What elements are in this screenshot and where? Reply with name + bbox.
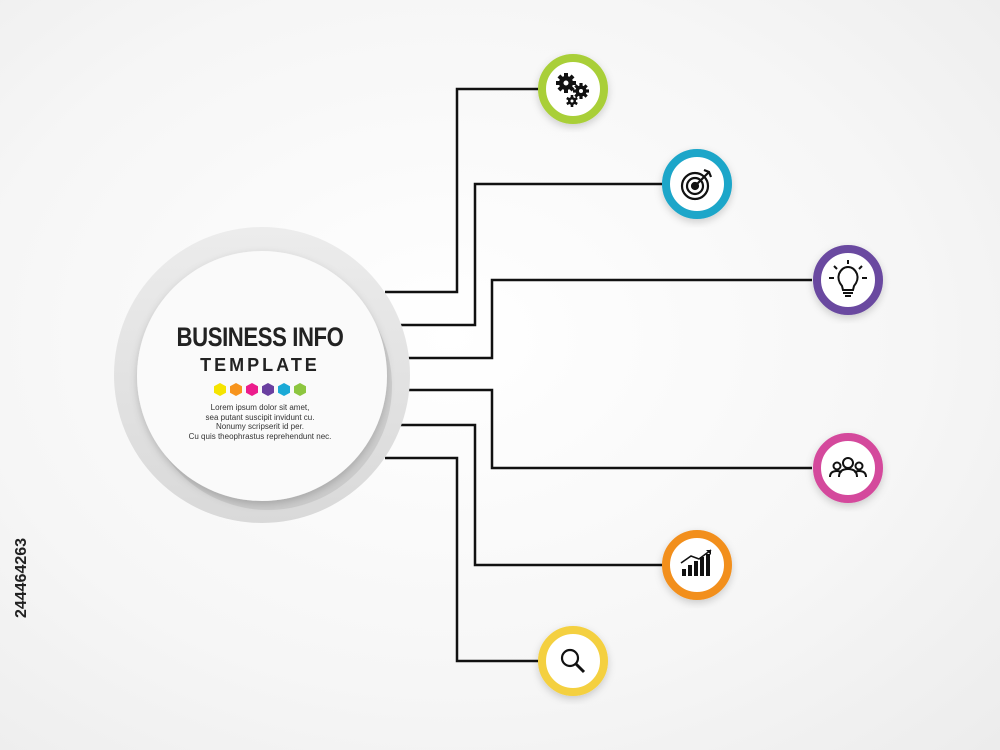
connector-line (405, 388, 812, 470)
lightbulb-node-ring (813, 245, 883, 315)
stock-id-label: 244464263 (12, 508, 32, 648)
connector-line (385, 456, 538, 663)
body-line: Nonumy scripserit id per. (215, 422, 305, 431)
connector-line (405, 278, 812, 360)
magnifier-node-ring (538, 626, 608, 696)
connector-line (385, 87, 538, 294)
hexagon-color-row (150, 383, 370, 396)
body-line: Lorem ipsum dolor sit amet, (210, 403, 310, 412)
hexagon-swatch (230, 383, 242, 396)
center-text-block: BUSINESS INFO TEMPLATE Lorem ipsum dolor… (150, 322, 370, 441)
hexagon-swatch (214, 383, 226, 396)
hexagon-swatch (294, 383, 306, 396)
hexagon-swatch (262, 383, 274, 396)
stock-id-text: 244464263 (13, 537, 30, 619)
hexagon-swatch (278, 383, 290, 396)
connector-line (395, 423, 662, 567)
body-line: Cu quis theophrastus reprehendunt nec. (188, 431, 332, 441)
central-disc (114, 227, 410, 523)
team-icon (829, 457, 867, 478)
placeholder-body-text: Lorem ipsum dolor sit amet, sea putant s… (150, 403, 370, 441)
growth-chart-icon (680, 549, 712, 576)
magnifier-icon (560, 648, 586, 674)
connector-line (395, 182, 662, 327)
target-icon (680, 168, 713, 201)
lightbulb-icon (829, 260, 867, 297)
hexagon-swatch (246, 383, 258, 396)
diagram-title: BUSINESS INFO (176, 322, 344, 352)
diagram-subtitle: TEMPLATE (200, 355, 320, 375)
gears-icon (556, 73, 589, 107)
connector-lines (385, 87, 812, 663)
body-line: sea putant suscipit invidunt cu. (205, 412, 315, 422)
node-circles (538, 54, 883, 696)
